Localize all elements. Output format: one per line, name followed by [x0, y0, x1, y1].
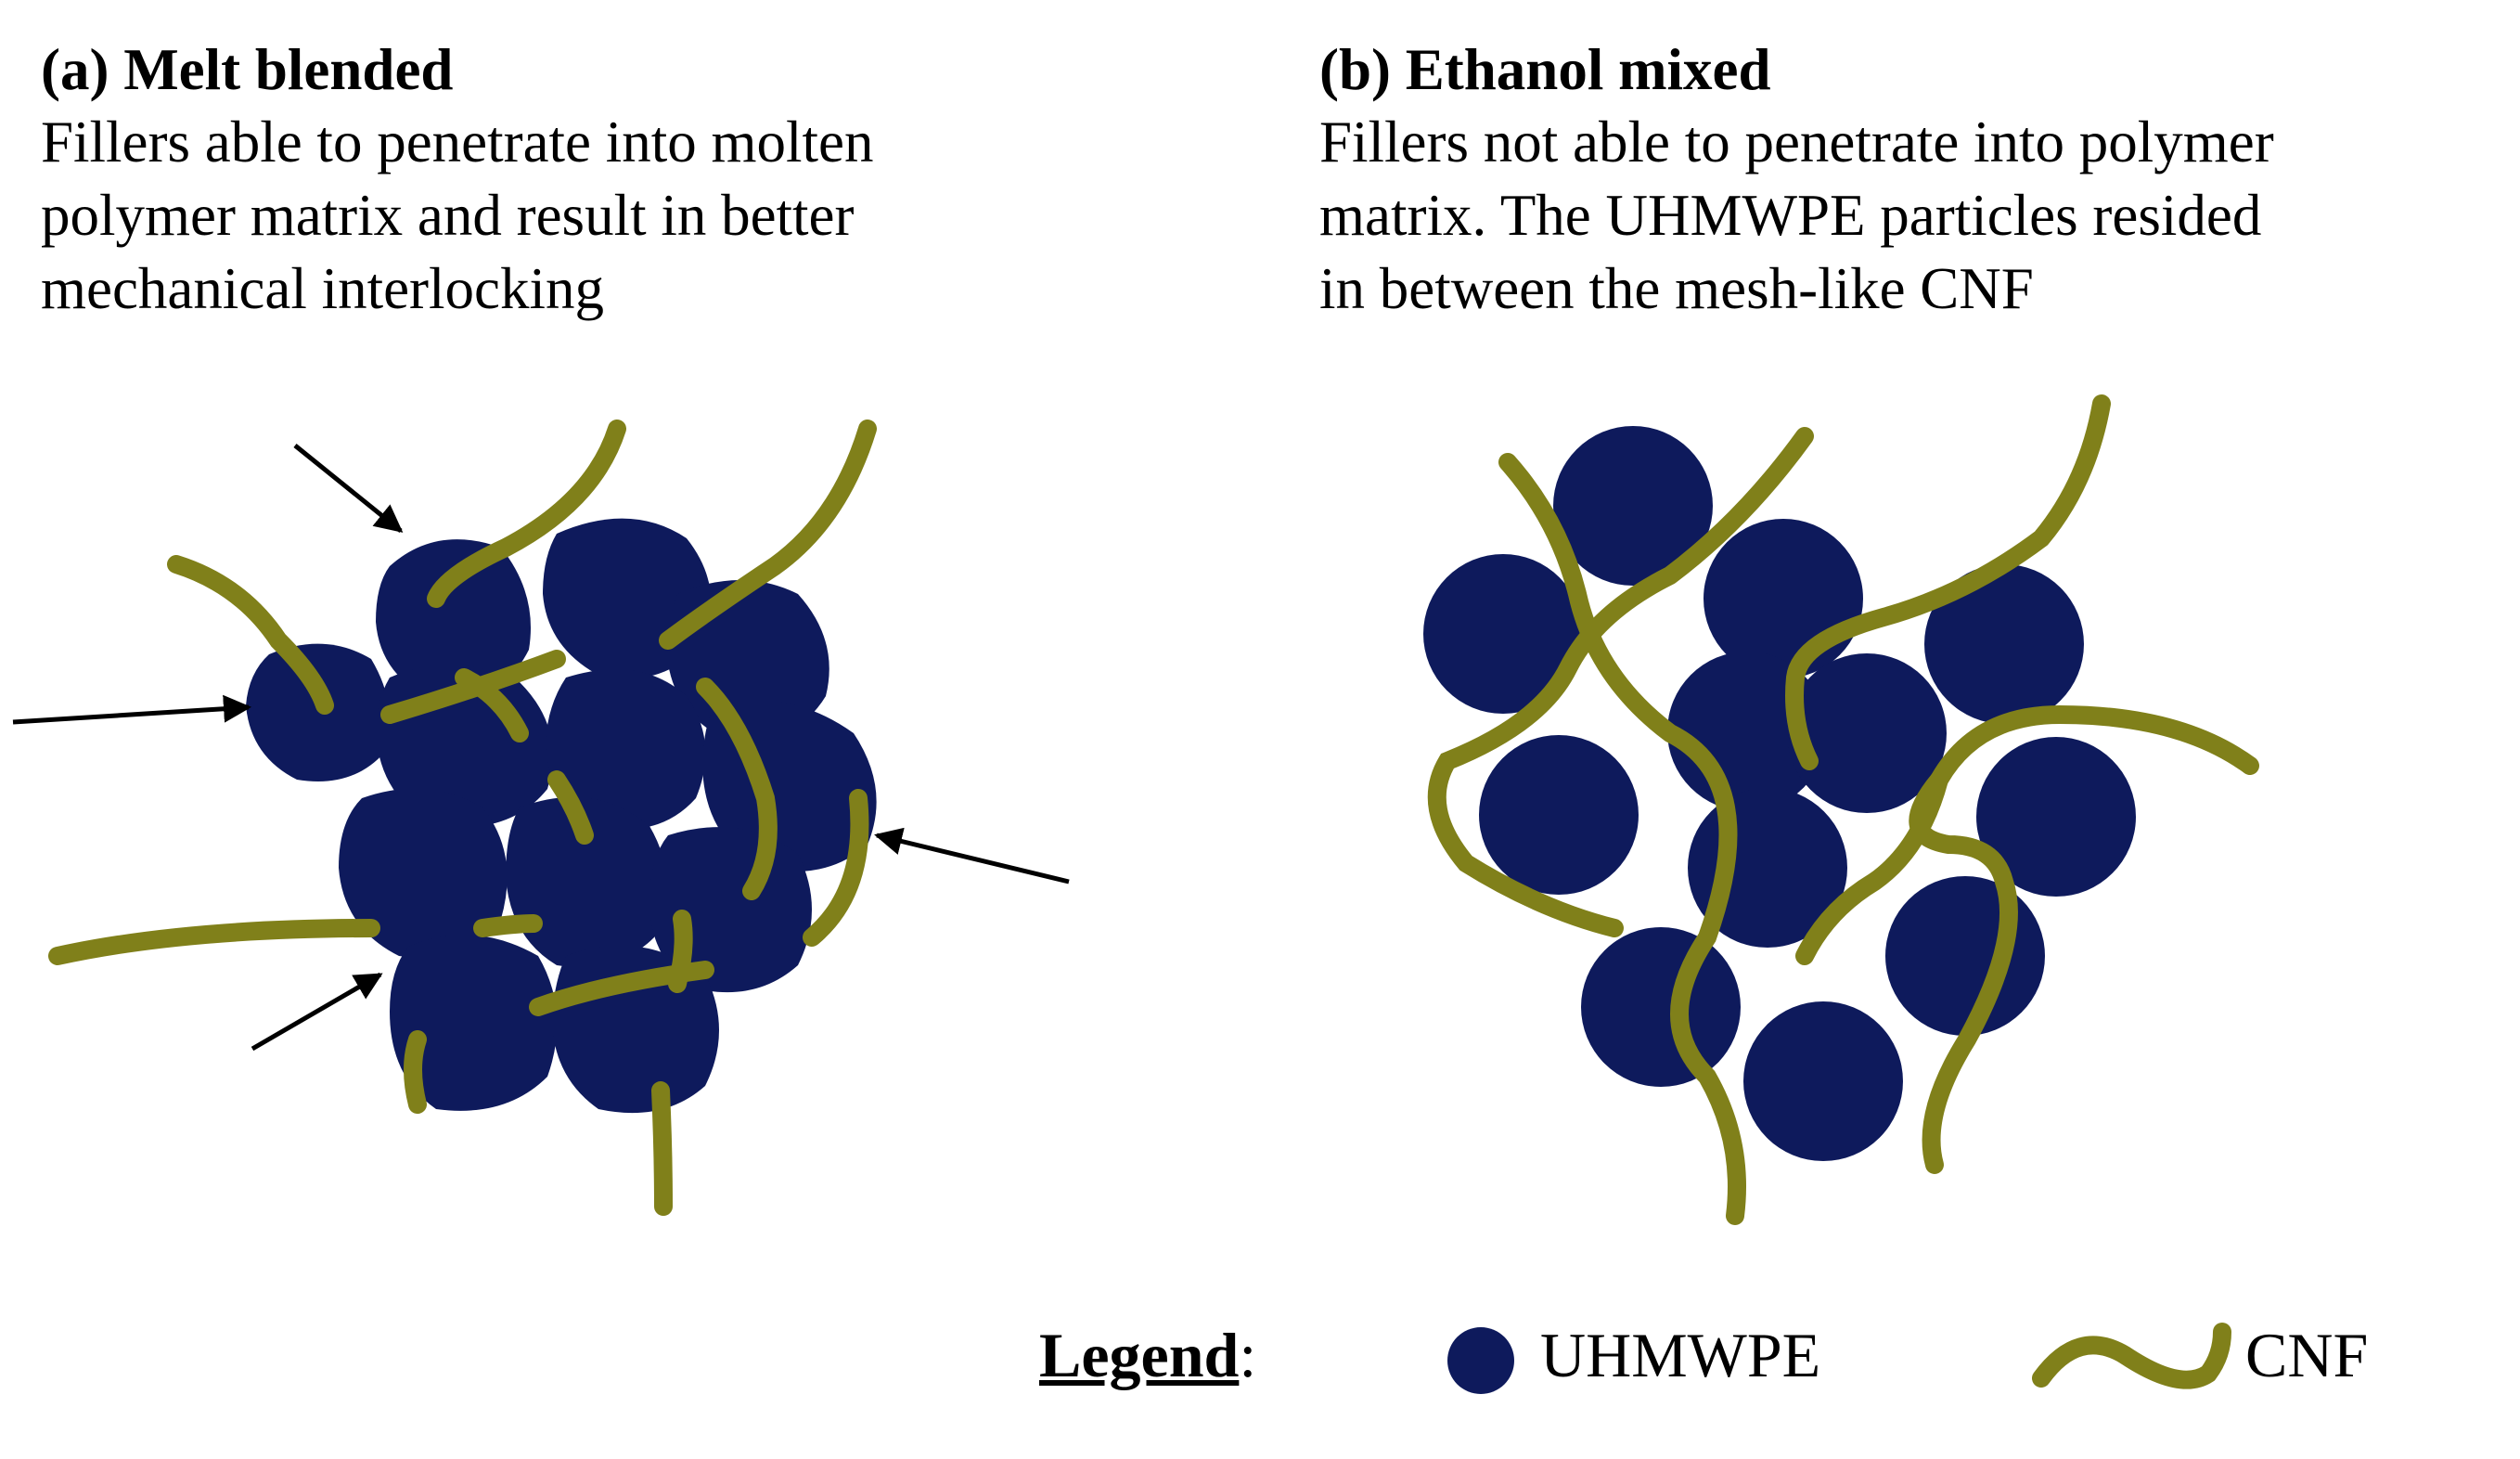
uhmwpe-particle	[1743, 1001, 1903, 1161]
uhmwpe-particle	[246, 643, 390, 781]
panel-b-description-line: matrix. The UHMWPE particles resided	[1319, 183, 2262, 248]
cnf-fiber	[803, 789, 869, 947]
panel-a-description-line: mechanical interlocking	[41, 256, 604, 321]
uhmwpe-particle	[1423, 554, 1583, 714]
panel-a-text: (a) Melt blended Fillers able to penetra…	[41, 33, 1247, 326]
cnf-fiber	[1795, 770, 1948, 965]
panel-a-description-line: Fillers able to penetrate into molten	[41, 110, 874, 174]
uhmwpe-particle	[390, 935, 558, 1111]
uhmwpe-particle	[1885, 876, 2045, 1036]
panel-b-description-line: in between the mesh-like CNF	[1319, 256, 2034, 321]
arrow	[874, 827, 1070, 884]
legend-symbols	[1447, 1323, 2231, 1394]
uhmwpe-particle	[1787, 653, 1947, 813]
legend-cnf-label: CNF	[2245, 1320, 2369, 1390]
panel-b-title: (b) Ethanol mixed	[1319, 37, 1771, 102]
panel-b-description-line: Fillers not able to penetrate into polym…	[1319, 110, 2274, 174]
arrow	[251, 972, 383, 1052]
cnf-fibers	[48, 420, 877, 1216]
panel-b-text: (b) Ethanol mixed Fillers not able to pe…	[1319, 33, 2516, 326]
legend-title: Legend:	[1039, 1318, 1256, 1392]
uhmwpe-particle	[1924, 564, 2084, 724]
cnf-fiber	[547, 770, 594, 845]
legend-cnf-swatch	[2032, 1323, 2231, 1389]
uhmwpe-particle	[1553, 426, 1713, 586]
uhmwpe-particle	[339, 788, 508, 958]
arrow	[293, 444, 404, 533]
panel-a-description: Fillers able to penetrate into molten po…	[41, 106, 1247, 326]
cnf-fiber	[455, 668, 529, 742]
cnf-fiber	[404, 1030, 427, 1114]
uhmwpe-particle	[546, 669, 706, 830]
cnf-fiber	[473, 914, 543, 937]
legend-heading: Legend	[1039, 1320, 1240, 1390]
cnf-fiber	[1427, 427, 1814, 937]
cnf-fiber	[48, 919, 380, 965]
uhmwpe-particle	[1581, 927, 1741, 1087]
ethanol-mixed-mesh	[1423, 394, 2259, 1225]
cnf-fiber	[1909, 704, 2259, 1174]
uhmwpe-particle	[1976, 737, 2136, 897]
cnf-mesh	[1427, 394, 2259, 1225]
cnf-fiber	[659, 420, 877, 650]
uhmwpe-particle	[376, 539, 531, 702]
uhmwpe-particle	[506, 796, 667, 967]
legend-uhmwpe-label: UHMWPE	[1540, 1320, 1821, 1390]
uhmwpe-particle	[1479, 735, 1639, 895]
cnf-fiber	[1498, 453, 1746, 1225]
panel-a-title: (a) Melt blended	[41, 37, 454, 102]
arrow	[12, 694, 251, 725]
cnf-fiber	[529, 961, 714, 1016]
uhmwpe-agglomerate	[246, 518, 877, 1114]
melt-blended-cluster	[12, 420, 1070, 1216]
cnf-fiber	[651, 1081, 673, 1216]
cnf-fiber	[696, 678, 778, 900]
cnf-fiber	[1785, 394, 2111, 770]
panel-a-description-line: polymer matrix and result in better	[41, 183, 855, 248]
legend-colon: :	[1239, 1320, 1257, 1390]
panel-b-description: Fillers not able to penetrate into polym…	[1319, 106, 2516, 326]
interlocking-arrows	[12, 444, 1070, 1052]
cnf-fiber	[427, 420, 626, 608]
cnf-fiber	[167, 555, 334, 715]
legend-uhmwpe-swatch	[1447, 1327, 1514, 1394]
